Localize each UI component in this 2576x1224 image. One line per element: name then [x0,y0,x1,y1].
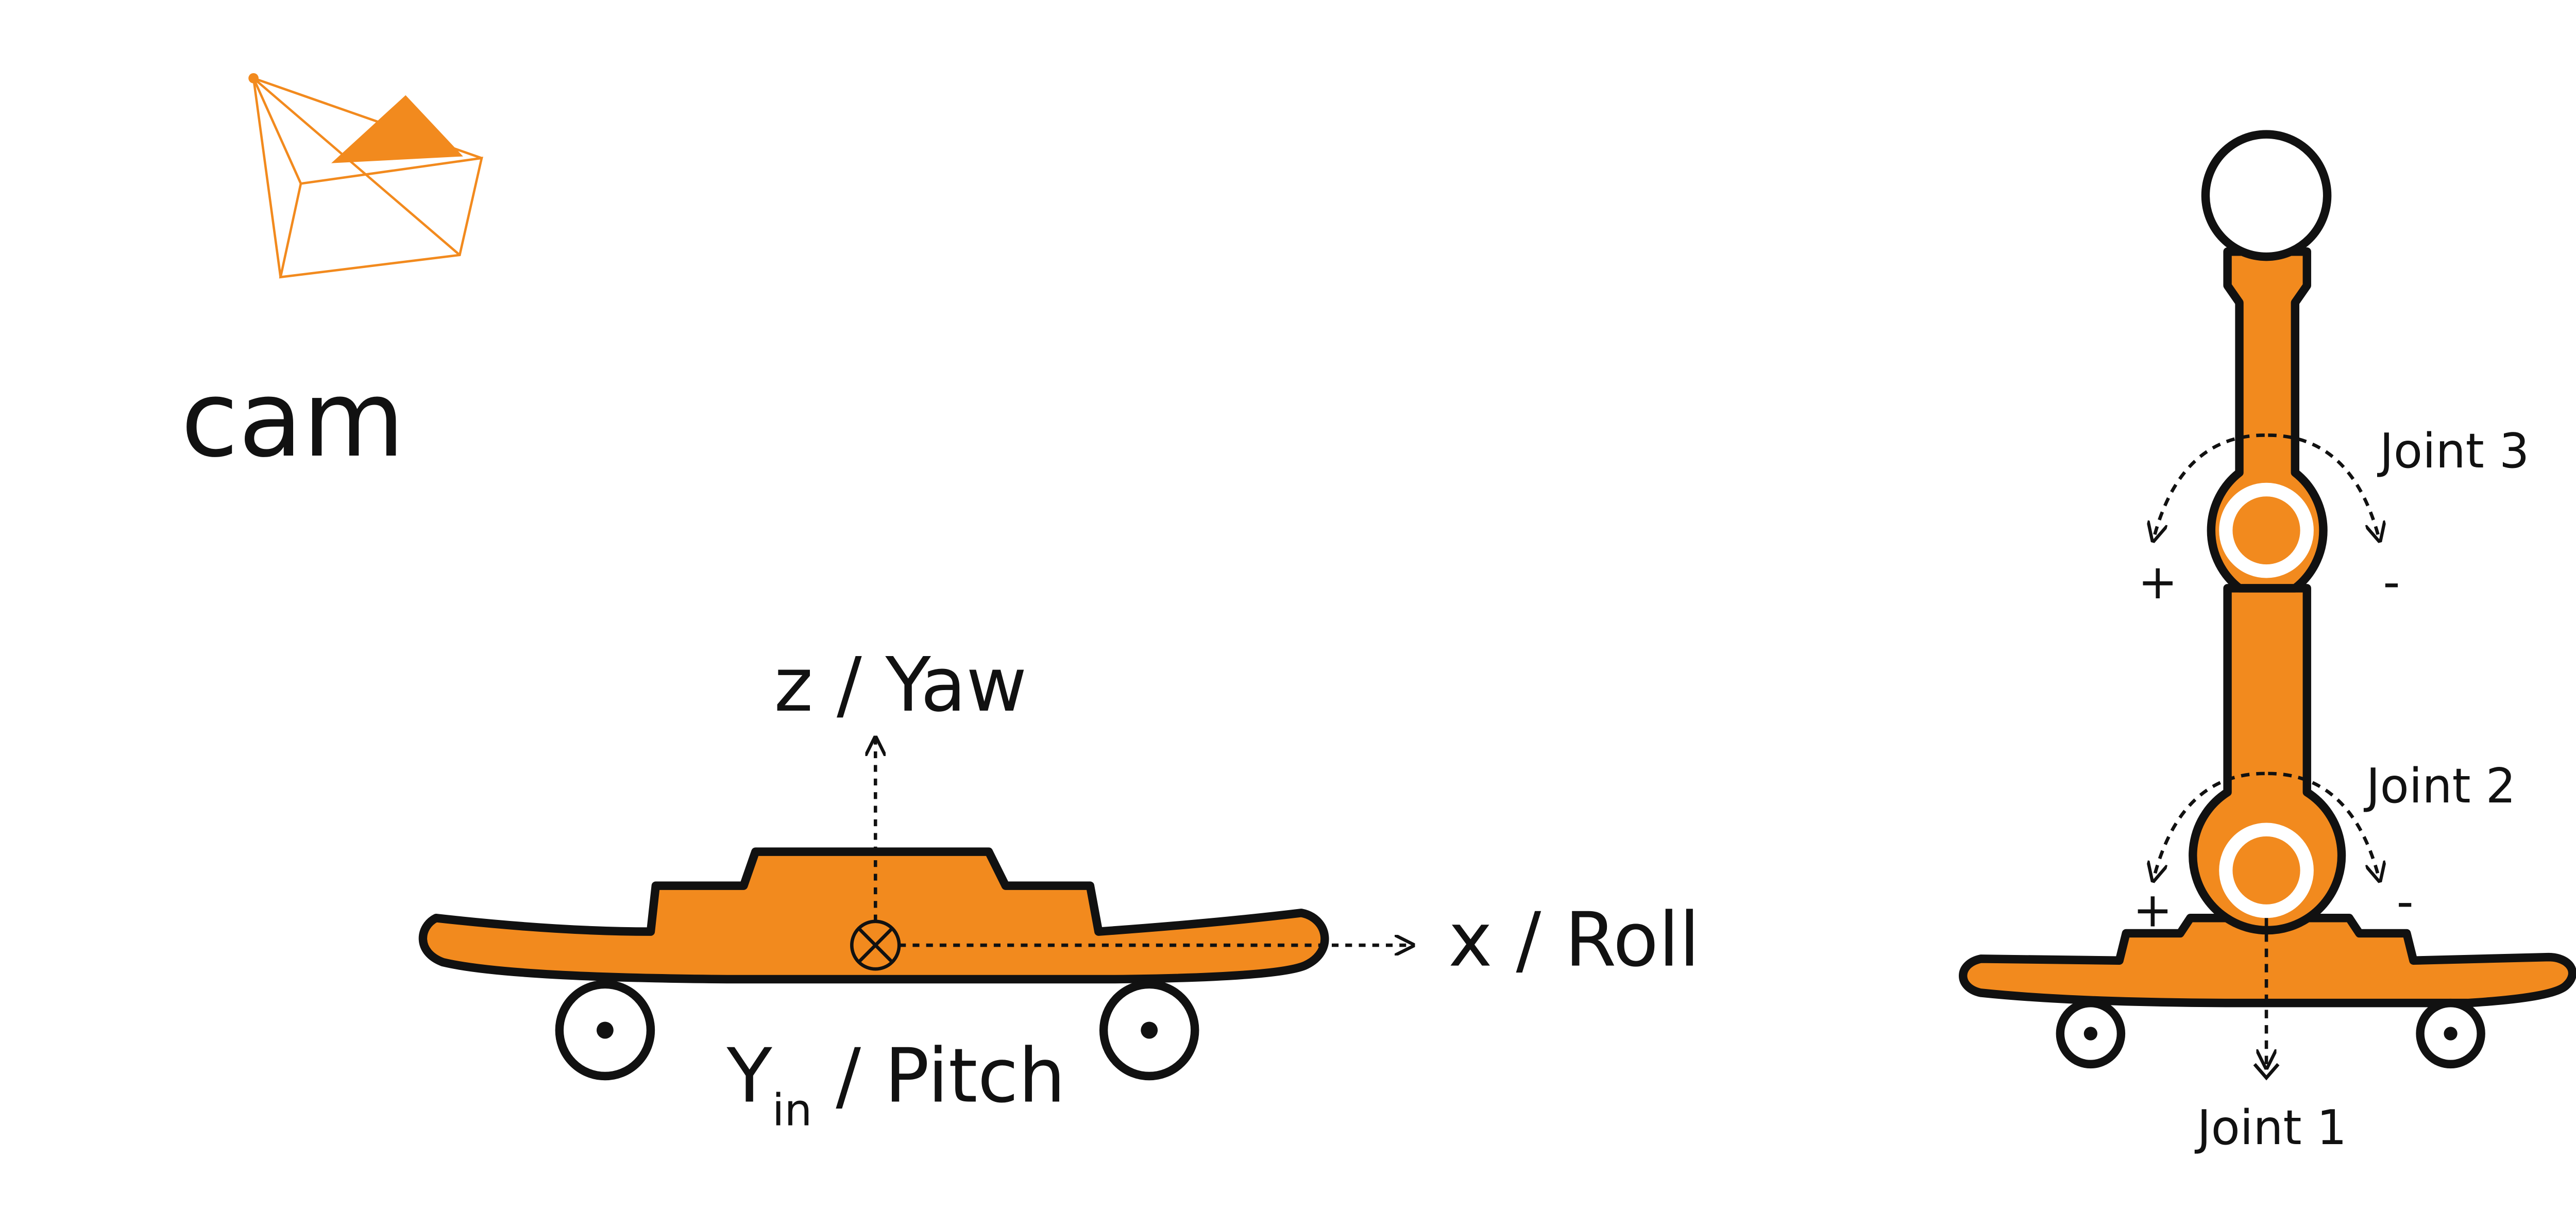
robot-wheel-right [2416,998,2485,1069]
wheel-left [555,980,655,1081]
y-pitch-text: / Pitch [812,1033,1065,1119]
joint3-minus-sign: - [2383,555,2400,610]
skateboard-diagram [418,738,1413,1081]
robot-wheel-left [2056,998,2126,1069]
joint3-icon [2219,482,2314,578]
robot-diagram [1959,130,2576,1081]
joint3-rotation-minus-arrow [2268,433,2380,541]
joint2-rotation-minus-arrow [2268,772,2380,881]
joint1-label: Joint 1 [2195,1100,2347,1155]
y-subscript: in [772,1085,812,1136]
joint2-minus-sign: - [2397,874,2414,929]
joint3-rotation-plus-arrow [2153,433,2265,541]
joint2-rotation-plus-arrow [2153,772,2265,881]
joint2-label: Joint 2 [2364,759,2516,814]
joint2-plus-sign: + [2133,883,2173,938]
x-roll-label: x / Roll [1448,897,1700,983]
y-main: Y [726,1033,773,1119]
y-pitch-label: Yin / Pitch [726,1033,1066,1136]
joint3-label: Joint 3 [2377,424,2530,479]
end-effector [2201,130,2332,261]
camera-frustum-icon [248,73,483,279]
camera-label: cam [181,359,405,481]
wheel-right [1099,980,1199,1081]
joint3-plus-sign: + [2138,555,2178,610]
robot-base-board [1959,914,2576,1008]
z-yaw-label: z / Yaw [774,642,1027,728]
joint2-icon [2219,823,2314,918]
